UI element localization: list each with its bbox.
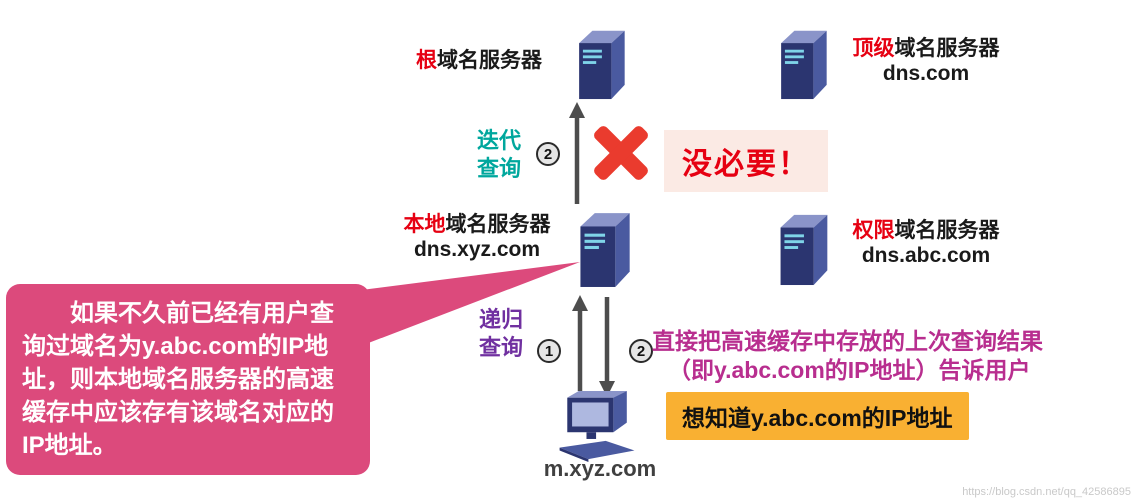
local-server-icon	[572, 208, 634, 288]
tld-server-label: 顶级域名服务器 dns.com	[836, 36, 1016, 86]
step-2-reply-badge: 2	[629, 339, 653, 363]
host-computer-icon	[548, 390, 648, 462]
watermark-url: https://blog.csdn.net/qq_42586895	[962, 486, 1131, 498]
host-label: m.xyz.com	[543, 456, 657, 481]
recursive-query-label: 递归 查询	[474, 306, 528, 362]
auth-server-label: 权限域名服务器 dns.abc.com	[836, 218, 1016, 268]
root-server-label-prefix: 根	[416, 49, 437, 72]
tld-server-icon	[772, 26, 832, 100]
iterative-query-label: 迭代 查询	[472, 127, 526, 183]
cache-result-line1: 直接把高速缓存中存放的上次查询结果	[652, 328, 1043, 354]
reply-arrow-down-icon	[599, 297, 615, 397]
iterative-query-line1: 迭代	[476, 128, 521, 153]
local-server-label-prefix: 本地	[403, 213, 446, 236]
local-server-label: 本地域名服务器 dns.xyz.com	[386, 212, 568, 262]
auth-server-icon	[772, 210, 832, 286]
red-cross-icon	[594, 126, 648, 180]
root-server-label: 根域名服务器	[380, 48, 542, 74]
tld-server-domain: dns.com	[882, 62, 970, 85]
auth-server-domain: dns.abc.com	[861, 244, 991, 267]
iterative-query-arrow-up-icon	[569, 102, 585, 204]
cache-result-line2: （即y.abc.com的IP地址）告诉用户	[668, 357, 1031, 383]
local-server-label-name: 域名服务器	[445, 213, 551, 236]
auth-server-label-name: 域名服务器	[894, 219, 1000, 242]
step-2-iterative-badge: 2	[536, 142, 560, 166]
want-to-know-box: 想知道y.abc.com的IP地址	[666, 392, 969, 440]
auth-server-label-prefix: 权限	[852, 219, 895, 242]
cache-explanation-callout: 如果不久前已经有用户查询过域名为y.abc.com的IP地址，则本地域名服务器的…	[6, 284, 370, 475]
no-need-note: 没必要！	[664, 130, 828, 192]
callout-pointer	[330, 262, 580, 347]
cache-result-note: 直接把高速缓存中存放的上次查询结果 （即y.abc.com的IP地址）告诉用户	[652, 327, 1043, 385]
recursive-query-line1: 递归	[478, 307, 523, 332]
recursive-query-arrow-up-icon	[572, 295, 588, 391]
recursive-query-line2: 查询	[478, 335, 523, 360]
root-server-label-name: 域名服务器	[437, 49, 542, 72]
cache-explanation-text: 如果不久前已经有用户查询过域名为y.abc.com的IP地址，则本地域名服务器的…	[22, 300, 334, 459]
iterative-query-line2: 查询	[476, 156, 521, 181]
tld-server-label-name: 域名服务器	[894, 37, 1000, 60]
tld-server-label-prefix: 顶级	[852, 37, 895, 60]
root-server-icon	[570, 26, 630, 100]
step-1-badge: 1	[537, 339, 561, 363]
local-server-domain: dns.xyz.com	[413, 238, 541, 261]
